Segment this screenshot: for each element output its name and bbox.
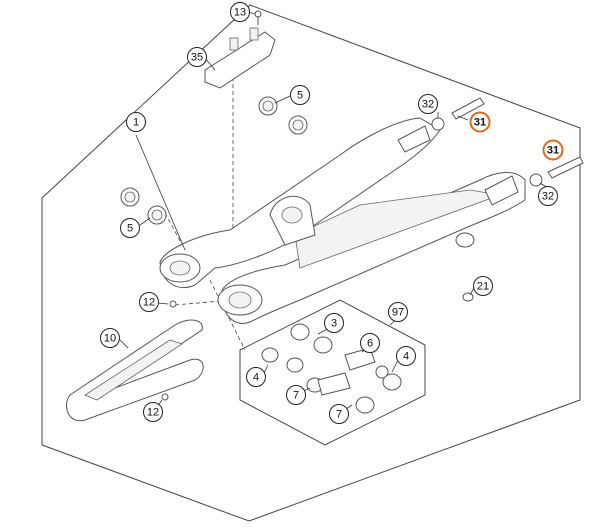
plug-21 — [462, 292, 474, 302]
guide-line-bearings — [209, 279, 246, 351]
callout-circle — [473, 276, 493, 296]
callout-32: 32 — [538, 186, 558, 206]
callout-4: 4 — [246, 367, 266, 387]
callout-circle — [187, 47, 207, 67]
callout-circle — [139, 292, 159, 312]
assembly-frame — [41, 4, 581, 522]
callout-circle — [324, 313, 344, 333]
callout-10: 10 — [100, 328, 120, 348]
callout-12: 12 — [139, 292, 159, 312]
callout-label: 12 — [143, 297, 155, 309]
callout-circle — [286, 385, 306, 405]
callout-label: 4 — [403, 351, 409, 363]
callout-97: 97 — [388, 302, 408, 322]
callout-12: 12 — [143, 402, 163, 422]
callout-circle — [388, 302, 408, 322]
callout-label: 1 — [133, 117, 139, 129]
callout-label: 97 — [392, 307, 404, 319]
chain-slider-10 — [66, 319, 204, 422]
callout-label: 7 — [336, 409, 342, 421]
callout-circle — [120, 218, 140, 238]
callout-31: 31 — [469, 111, 491, 133]
callout-label: 7 — [293, 390, 299, 402]
callout-4: 4 — [396, 346, 416, 366]
bearing-kit-frame — [239, 299, 426, 446]
callout-circle — [418, 94, 438, 114]
callout-circle — [469, 111, 491, 133]
callout-circle — [246, 367, 266, 387]
swingarm — [159, 117, 526, 324]
nut-32-lower — [529, 173, 543, 187]
callout-label: 13 — [234, 7, 246, 19]
callout-32: 32 — [418, 94, 438, 114]
callout-label: 10 — [104, 333, 116, 345]
guide-line-12a — [174, 299, 233, 306]
callout-7: 7 — [286, 385, 306, 405]
callout-6: 6 — [360, 333, 380, 353]
callout-circle — [143, 402, 163, 422]
pivot-cap-5-lower — [120, 187, 167, 225]
callout-circle — [230, 2, 250, 22]
callout-label: 31 — [474, 117, 486, 129]
pivot-cap-5-upper — [258, 96, 308, 135]
callout-5: 5 — [120, 218, 140, 238]
callout-label: 21 — [477, 281, 489, 293]
callout-label: 6 — [367, 338, 373, 350]
callout-label: 5 — [297, 90, 303, 102]
callout-label: 31 — [547, 145, 559, 157]
callout-labels: 13 35 5 1 32 31 31 32 5 21 12 10 12 3 97 6 4 4 7 7 — [100, 2, 564, 424]
callout-label: 32 — [542, 191, 554, 203]
callout-label: 12 — [147, 407, 159, 419]
callout-3: 3 — [324, 313, 344, 333]
callout-circle — [538, 186, 558, 206]
callout-21: 21 — [473, 276, 493, 296]
callout-5: 5 — [290, 85, 310, 105]
bolt-31-lower — [547, 156, 584, 179]
callout-1: 1 — [126, 112, 146, 132]
bearing-kit-parts — [261, 323, 402, 414]
callout-label: 4 — [253, 372, 259, 384]
screw-13 — [254, 10, 262, 25]
callout-circle — [360, 333, 380, 353]
bolt-31-upper — [451, 97, 485, 120]
callout-label: 35 — [191, 52, 203, 64]
callout-circle — [329, 404, 349, 424]
callout-label: 3 — [331, 318, 337, 330]
screw-12-lower — [161, 393, 169, 401]
callout-circle — [100, 328, 120, 348]
callout-circle — [290, 85, 310, 105]
callout-circle — [542, 139, 564, 161]
callout-7: 7 — [329, 404, 349, 424]
callout-35: 35 — [187, 47, 207, 67]
callout-circle — [126, 112, 146, 132]
callout-label: 5 — [127, 223, 133, 235]
callout-label: 32 — [422, 99, 434, 111]
chain-slider-bracket-35 — [204, 27, 276, 89]
screw-12-upper — [169, 300, 177, 308]
nut-32-upper — [431, 117, 445, 131]
callout-31: 31 — [542, 139, 564, 161]
callout-circle — [396, 346, 416, 366]
callout-13: 13 — [230, 2, 250, 22]
